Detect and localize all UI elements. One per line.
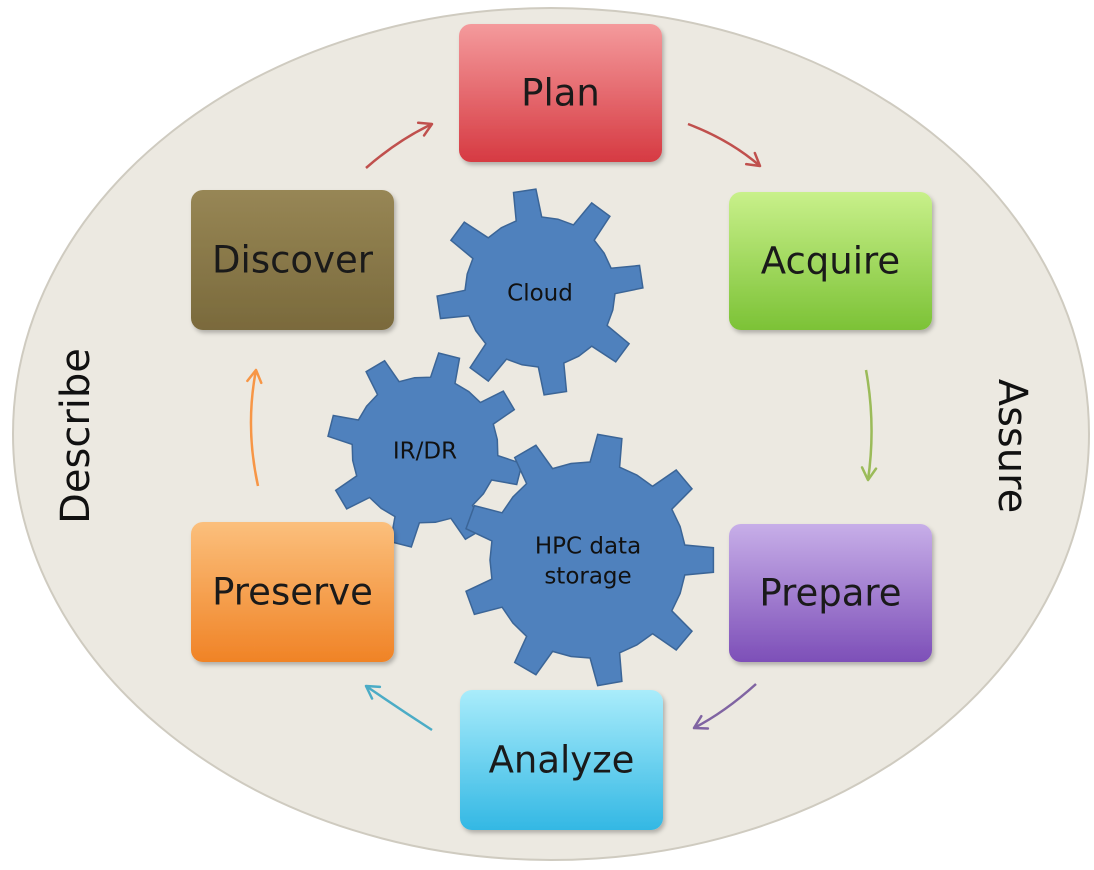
stage-acquire: Acquire [729, 192, 932, 330]
stage-analyze: Analyze [460, 690, 663, 830]
stage-acquire-label: Acquire [761, 240, 900, 283]
arrow-analyze-to-preserve [364, 684, 433, 732]
stage-acquire-box [729, 192, 932, 330]
arrow-preserve-to-discover [246, 368, 263, 487]
gear-hpc-label: HPC data [535, 534, 641, 560]
arrow-acquire-to-prepare [860, 369, 878, 482]
gear-cloud-icon [436, 188, 644, 396]
stage-prepare-label: Prepare [759, 572, 901, 615]
stage-preserve-label: Preserve [212, 571, 373, 614]
gear-irdr-label: IR/DR [393, 439, 457, 465]
stage-plan: Plan [459, 24, 662, 162]
stage-analyze-box [460, 690, 663, 830]
gear-irdr: IR/DR [327, 352, 523, 548]
gear-cloud: Cloud [436, 188, 644, 396]
stage-analyze-label: Analyze [489, 739, 635, 782]
gear-cloud-label: Cloud [507, 281, 573, 307]
stage-discover: Discover [191, 190, 394, 330]
describe-label: Describe [53, 348, 99, 524]
stage-plan-box [459, 24, 662, 162]
stage-plan-label: Plan [521, 72, 600, 115]
stage-prepare: Prepare [729, 524, 932, 662]
gear-hpc-icon [465, 433, 715, 687]
stage-discover-label: Discover [212, 239, 374, 282]
gear-hpc: HPC data storage [465, 433, 715, 687]
arrow-prepare-to-analyze [692, 683, 757, 730]
assure-label: Assure [989, 379, 1035, 514]
stage-prepare-box [729, 524, 932, 662]
cycle-arrows [246, 121, 878, 732]
stage-discover-box [191, 190, 394, 330]
stage-preserve-box [191, 522, 394, 662]
stage-preserve: Preserve [191, 522, 394, 662]
arrow-discover-to-plan [365, 121, 434, 169]
gear-hpc-label: storage [544, 564, 631, 590]
arrow-plan-to-acquire [687, 122, 762, 168]
